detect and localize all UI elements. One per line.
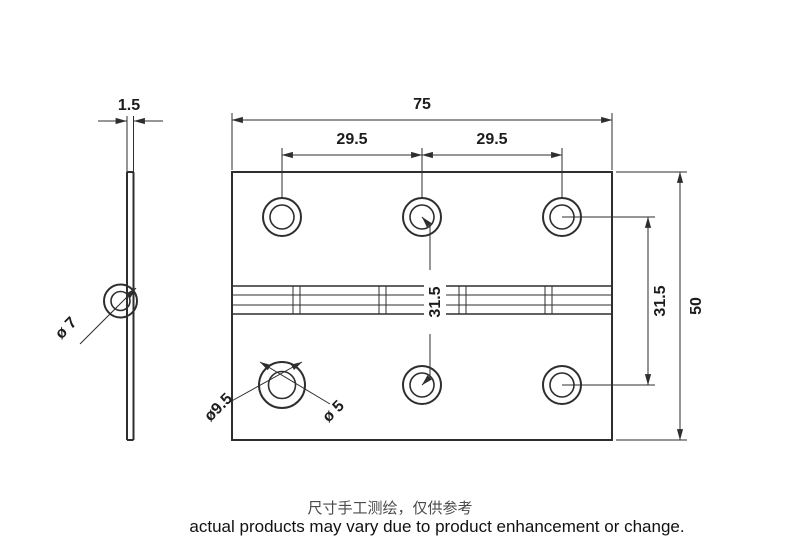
countersink-diameter-label: ø9.5	[201, 390, 236, 425]
dim-vertical-pitch-right: 31.5	[562, 216, 669, 386]
dim-hole-pitch: 29.5 29.5	[281, 131, 563, 198]
thickness-label: 1.5	[118, 97, 140, 114]
pitch-left-label: 29.5	[336, 131, 367, 148]
hole-bottom-left	[258, 361, 306, 409]
hole-inner	[269, 204, 295, 230]
overall-height-label: 50	[688, 297, 705, 315]
overall-width-label: 75	[413, 96, 431, 113]
knuckle-band	[232, 285, 612, 315]
pitch-right-label: 29.5	[476, 131, 507, 148]
leader-line	[259, 361, 331, 405]
barrel-outer-circle	[103, 283, 138, 319]
hole-outer	[262, 197, 302, 237]
hole-inner	[267, 370, 297, 400]
leader-line	[227, 361, 303, 404]
plate-outline	[231, 171, 613, 441]
dim-overall-width: 75	[231, 96, 613, 170]
front-view	[231, 171, 613, 441]
dim-countersink-diameter: ø9.5	[201, 361, 303, 425]
hole-diameter-label: ø 5	[319, 397, 347, 425]
dim-vertical-pitch-middle: 31.5	[421, 216, 446, 386]
side-view: 1.5 ø 7	[52, 97, 163, 441]
hole-outer	[258, 361, 306, 409]
vertical-pitch-right-label: 31.5	[652, 285, 669, 316]
barrel-inner-circle	[110, 290, 131, 312]
note-english: actual products may vary due to product …	[189, 517, 685, 536]
hole-top-left	[262, 197, 302, 237]
dim-barrel-diameter: ø 7	[52, 287, 137, 345]
barrel-diameter-label: ø 7	[52, 314, 80, 342]
dim-thickness: 1.5	[98, 97, 163, 125]
label-background	[424, 270, 446, 334]
dim-overall-height: 50	[616, 171, 705, 441]
leader-line	[79, 287, 137, 345]
vertical-pitch-middle-label: 31.5	[427, 286, 444, 317]
note-chinese: 尺寸手工测绘，仅供参考	[307, 500, 473, 517]
